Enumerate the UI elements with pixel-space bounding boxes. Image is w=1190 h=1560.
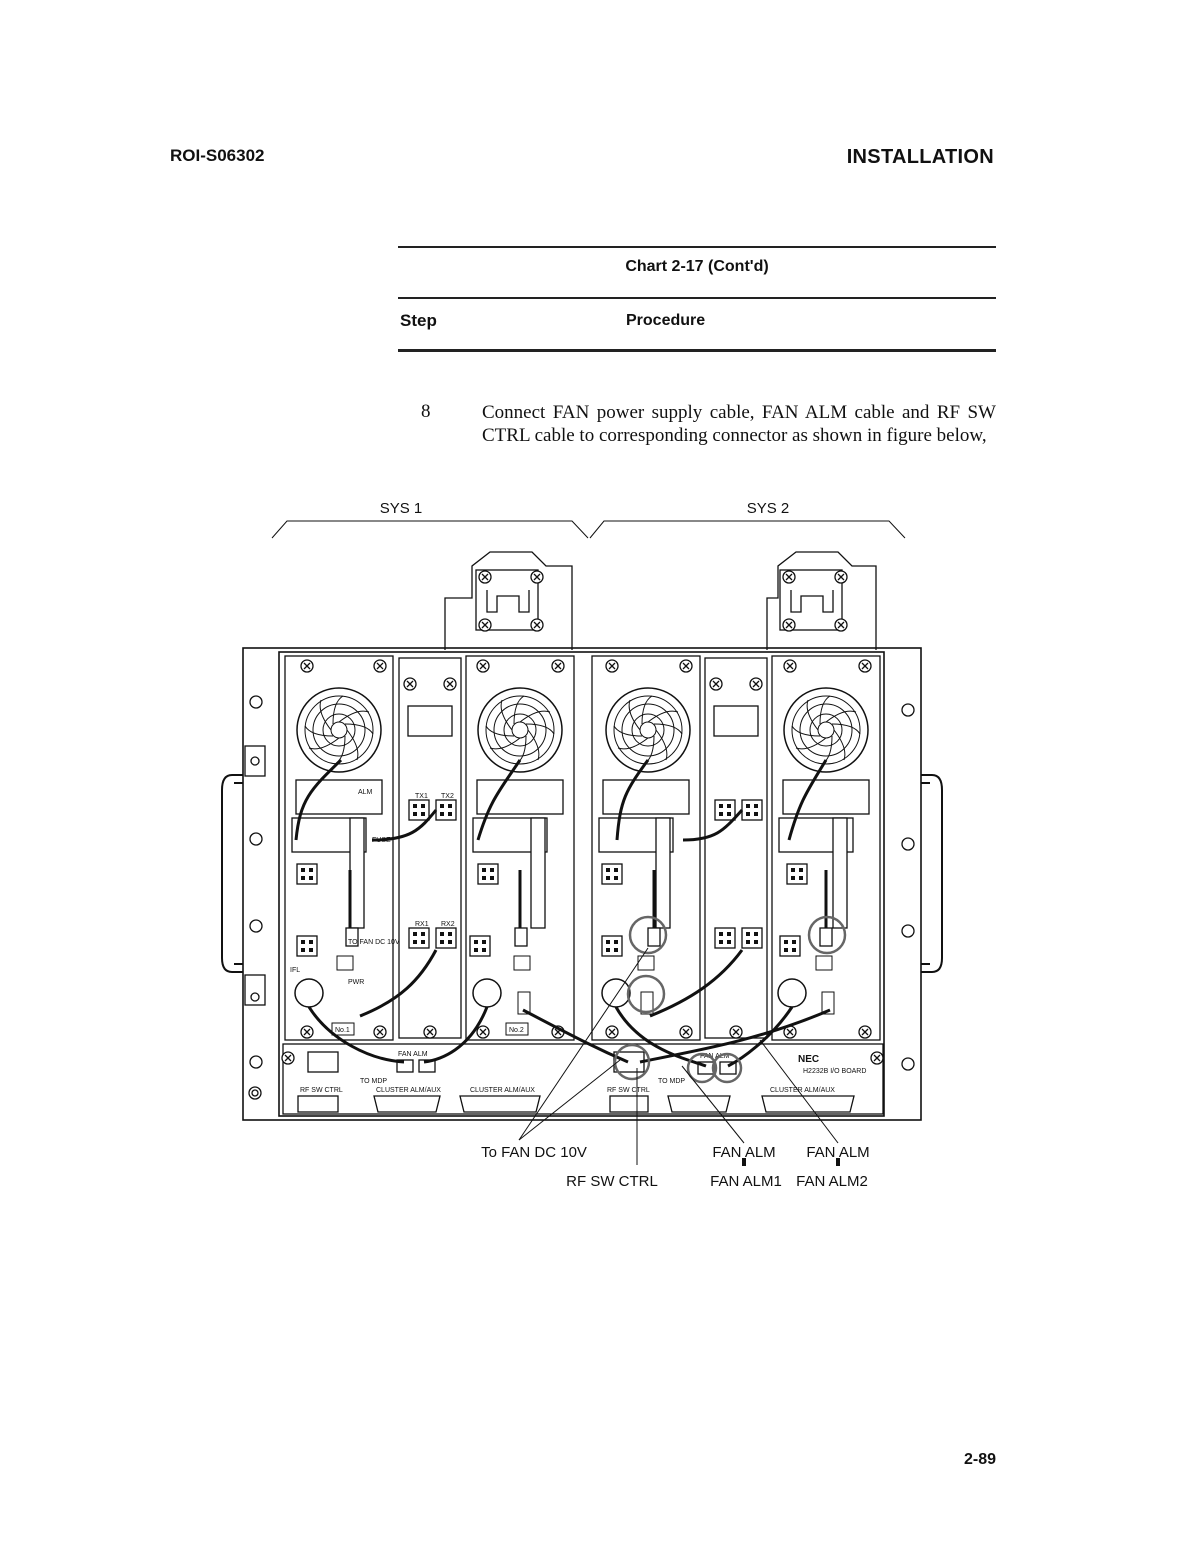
board-fan-alm-a: FAN ALM bbox=[398, 1051, 428, 1058]
board-rf-sw-ctrl: RF SW CTRL bbox=[300, 1087, 343, 1094]
callout-rf-sw-ctrl: RF SW CTRL bbox=[566, 1173, 658, 1190]
board-model: H2232B I/O BOARD bbox=[803, 1068, 866, 1075]
chassis bbox=[242, 647, 922, 1121]
top-bracket-sys1 bbox=[444, 551, 573, 650]
table-header-rule bbox=[398, 297, 996, 299]
column-header-step: Step bbox=[400, 311, 437, 330]
step-text: Connect FAN power supply cable, FAN ALM … bbox=[482, 402, 996, 446]
callout-fan-alm-a: FAN ALM bbox=[712, 1144, 775, 1161]
table-bottom-rule bbox=[398, 349, 996, 352]
board-cluster-1: CLUSTER ALM/AUX bbox=[376, 1087, 441, 1094]
rack-holes bbox=[244, 695, 915, 1100]
leader-lines bbox=[518, 947, 839, 1165]
board-cluster-2: CLUSTER ALM/AUX bbox=[470, 1087, 535, 1094]
br-unit-1 bbox=[398, 657, 462, 1039]
ifl-connector bbox=[294, 978, 324, 1008]
highlight-circles bbox=[613, 915, 847, 1084]
label-ifl: IFL bbox=[290, 967, 300, 974]
sys2-label: SYS 2 bbox=[747, 500, 790, 517]
section-title: INSTALLATION bbox=[846, 146, 994, 168]
sys-brackets bbox=[271, 520, 906, 539]
top-bracket-sys2 bbox=[766, 551, 877, 650]
label-no2: No.2 bbox=[509, 1027, 524, 1034]
page-number: 2-89 bbox=[963, 1451, 996, 1468]
label-tx1: TX1 bbox=[415, 793, 428, 800]
label-to-fan: TO FAN DC 10V bbox=[348, 939, 400, 946]
board-rf-sw-ctrl-2: RF SW CTRL bbox=[607, 1087, 650, 1094]
board-brand: NEC bbox=[798, 1054, 819, 1065]
board-fan-alm-b: FAN ALM bbox=[700, 1053, 730, 1060]
label-pwr: PWR bbox=[348, 979, 364, 986]
board-to-mdp-b: TO MDP bbox=[658, 1078, 685, 1085]
board-to-mdp-a: TO MDP bbox=[360, 1078, 387, 1085]
sys1-label: SYS 1 bbox=[380, 500, 423, 517]
table-top-rule bbox=[398, 246, 996, 248]
document-id: ROI-S06302 bbox=[170, 146, 265, 165]
label-alm: ALM bbox=[358, 789, 373, 796]
step-number: 8 bbox=[421, 401, 431, 422]
callout-fan-alm2: FAN ALM2 bbox=[796, 1173, 868, 1190]
callout-fan-alm1: FAN ALM1 bbox=[710, 1173, 782, 1190]
label-rx2: RX2 bbox=[441, 921, 455, 928]
br-unit-2 bbox=[704, 657, 768, 1039]
label-rx1: RX1 bbox=[415, 921, 429, 928]
cables bbox=[294, 758, 831, 1068]
label-no1: No.1 bbox=[335, 1027, 350, 1034]
chart-title: Chart 2-17 (Cont'd) bbox=[625, 258, 769, 275]
board-cluster-3: CLUSTER ALM/AUX bbox=[770, 1087, 835, 1094]
side-handles bbox=[221, 774, 943, 973]
label-tx2: TX2 bbox=[441, 793, 454, 800]
column-header-procedure: Procedure bbox=[626, 312, 706, 329]
callout-to-fan-dc: To FAN DC 10V bbox=[481, 1144, 587, 1161]
callout-fan-alm-b: FAN ALM bbox=[806, 1144, 869, 1161]
